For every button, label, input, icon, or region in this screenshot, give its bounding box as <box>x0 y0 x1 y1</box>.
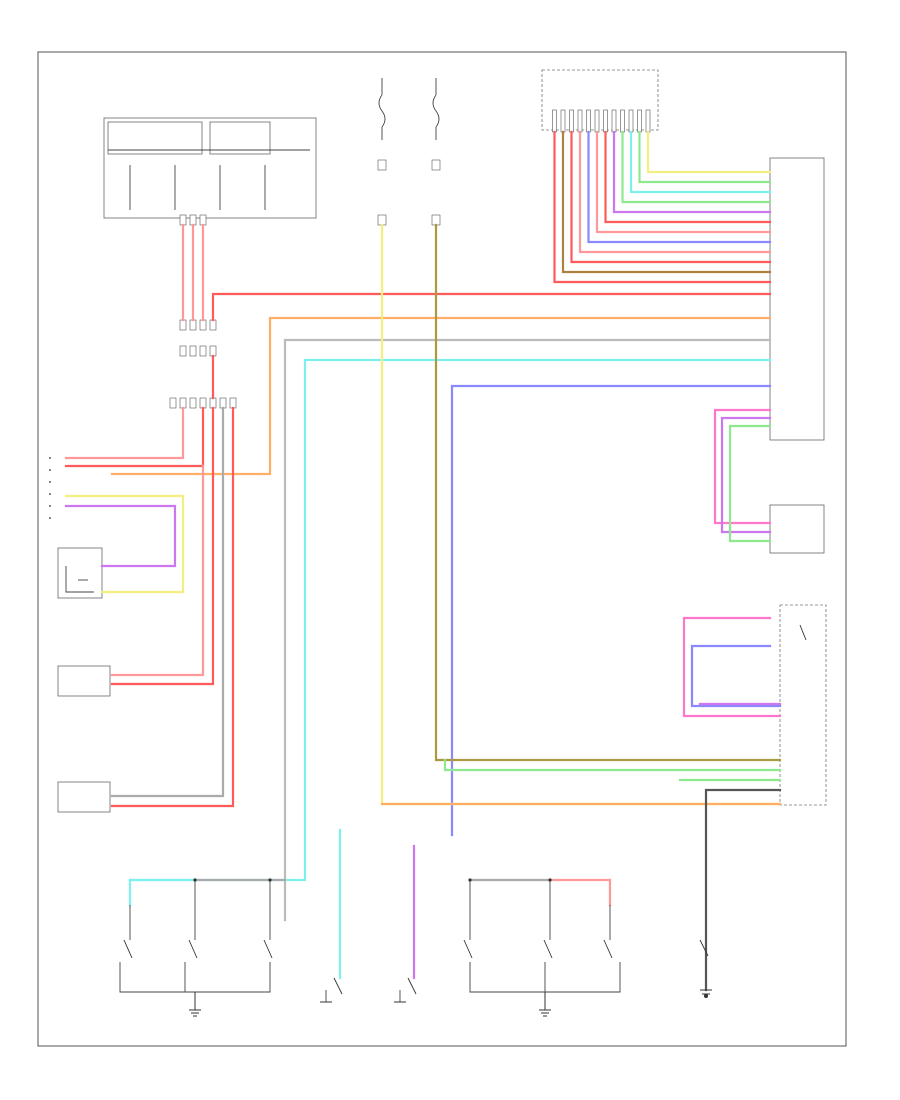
diagram-frame <box>37 51 847 1047</box>
left-side-grounds <box>49 457 51 519</box>
wire-pink-rbus <box>548 878 612 907</box>
bcm-input-wire <box>561 130 772 274</box>
fuel-level-sensor <box>57 547 103 599</box>
connector-pin <box>611 109 617 133</box>
bcm-input-wire <box>595 130 772 234</box>
wire-yellow-fuel <box>64 494 185 594</box>
rear-door-switches <box>320 977 417 1003</box>
bcm-input-wire <box>604 130 772 224</box>
wire-violet-fuel <box>64 504 177 568</box>
door-switch-module <box>779 604 827 806</box>
engine-coolant-sensor <box>57 665 111 697</box>
bcm-input-wire <box>578 130 772 254</box>
wire-gray-speed <box>110 406 225 798</box>
wire-green-bottom <box>443 758 782 772</box>
bcm-input-wire <box>638 130 772 184</box>
fuse-a <box>377 78 387 226</box>
wire-orange <box>110 316 772 476</box>
bcm-input-wire <box>570 130 772 264</box>
connector-pin <box>569 109 574 133</box>
wire-cyan <box>128 358 772 907</box>
wire-blue <box>450 384 772 837</box>
wire-red-coolant-2 <box>110 464 205 677</box>
connector-pin <box>577 109 583 133</box>
wire-red-coolant <box>110 406 215 686</box>
connector-pin <box>603 109 608 133</box>
wire-harness <box>64 223 782 992</box>
wire-olive-fuse <box>434 223 782 762</box>
connector-pin <box>552 109 557 133</box>
wire-pink-door <box>682 616 782 718</box>
bcm-input-wire <box>553 130 772 284</box>
connector-pin <box>620 109 625 133</box>
speed-sensor <box>57 781 111 813</box>
wire-red-speed <box>110 406 235 808</box>
top-fuse-box <box>103 117 317 226</box>
wire-blue-door <box>690 644 782 708</box>
bcm-input-wires <box>553 130 772 284</box>
bcm-input-wire <box>587 130 772 244</box>
connector-pin <box>637 109 642 133</box>
wire-pink-seat <box>713 408 772 525</box>
joint-connector <box>169 319 237 409</box>
wire-red-main <box>211 292 772 322</box>
top-connector <box>541 69 659 133</box>
bcm-input-wire <box>629 130 772 194</box>
wire-gray <box>283 338 772 922</box>
connector-pin <box>594 109 600 133</box>
trunk-switch <box>699 939 712 998</box>
connector-pin <box>645 109 651 133</box>
left-door-switches <box>119 878 273 1017</box>
passenger-seat-sensor <box>769 504 825 554</box>
connector-pin <box>586 109 591 133</box>
wire-green-seat <box>728 424 772 543</box>
body-control-module <box>769 157 825 441</box>
connector-pin <box>560 109 566 133</box>
connector-pin <box>628 109 634 133</box>
right-door-switches <box>463 878 621 1017</box>
bcm-input-wire <box>646 130 772 174</box>
wire-red-left-1 <box>64 406 185 460</box>
bcm-input-wire <box>621 130 772 204</box>
wire-black-trunk <box>704 788 782 992</box>
fuse-b <box>431 78 441 226</box>
wire-yellow-fuse <box>380 223 782 806</box>
bcm-input-wire <box>612 130 772 214</box>
wire-violet-seat <box>720 416 772 534</box>
